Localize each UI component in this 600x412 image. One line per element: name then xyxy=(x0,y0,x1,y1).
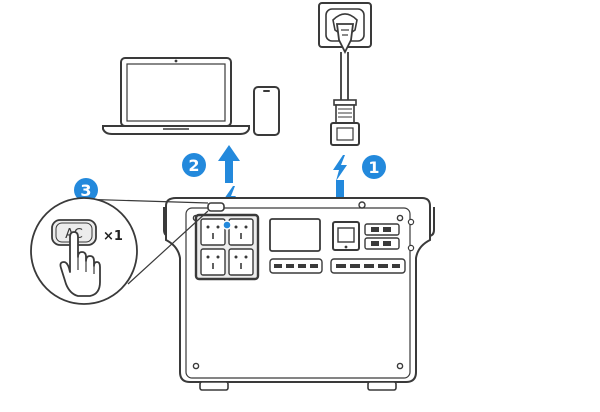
laptop-icon xyxy=(102,57,250,135)
step-badge-1: 1 xyxy=(362,155,386,179)
power-station-icon xyxy=(163,197,435,391)
bolt-icon xyxy=(333,155,347,181)
ac-outlet-icon xyxy=(228,218,254,246)
output-arrow-icon xyxy=(218,145,240,183)
ac-outlet-icon xyxy=(228,248,254,276)
step-badge-2: 2 xyxy=(182,153,206,177)
ac-outlet-icon xyxy=(200,248,226,276)
plug-cable-icon xyxy=(330,23,360,146)
ac-outlet-icon xyxy=(200,218,226,246)
hand-icon xyxy=(59,231,101,297)
press-count-label: ×1 xyxy=(103,229,123,244)
step-number: 3 xyxy=(80,181,91,200)
step-number: 1 xyxy=(368,158,379,177)
step-number: 2 xyxy=(188,156,199,175)
ac-indicator-icon xyxy=(222,220,232,230)
phone-icon xyxy=(253,86,280,136)
step-badge-3: 3 xyxy=(74,178,98,202)
